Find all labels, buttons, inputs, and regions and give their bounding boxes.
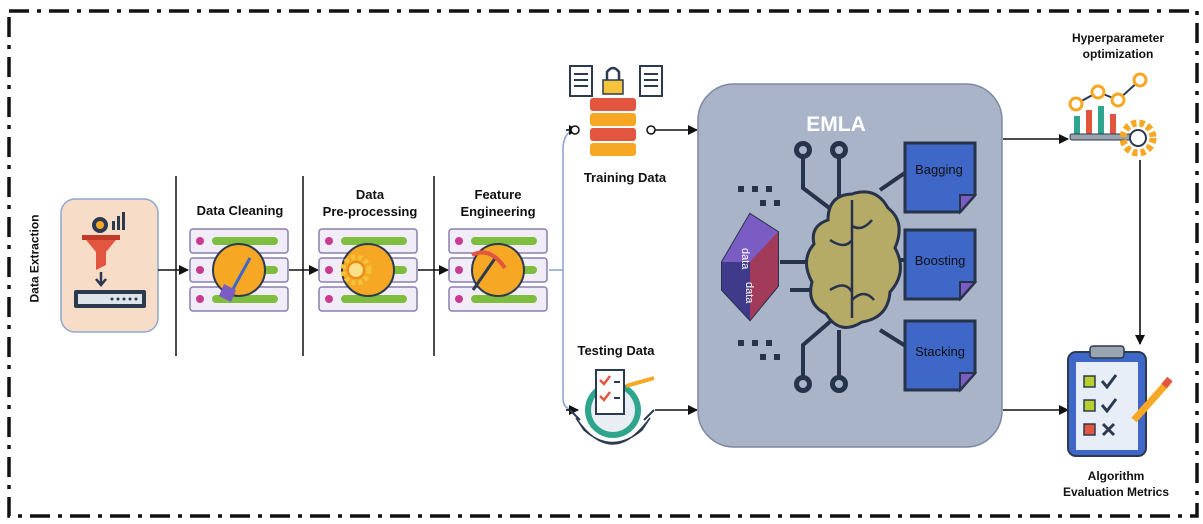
stage-dividers: [175, 176, 435, 356]
output-arrows: [1003, 134, 1145, 415]
cube-label-bottom: data: [743, 282, 755, 304]
label-evaluation-line1: Algorithm: [1087, 469, 1145, 483]
label-feature-line2: Engineering: [460, 204, 536, 219]
outer-border: [7, 9, 1199, 518]
pickaxe-icon: [471, 250, 507, 291]
label-data-cleaning: Data Cleaning: [196, 203, 284, 218]
split-bracket: [549, 129, 576, 411]
method-doc-boosting: Boosting: [903, 228, 978, 302]
data-cleaning-icon: [189, 228, 289, 312]
emla-title: EMLA: [806, 113, 866, 136]
data-extraction-icon: [60, 198, 159, 333]
label-feature-line1: Feature: [474, 187, 522, 202]
data-cube-icon: data data: [721, 212, 779, 322]
label-feature-engineering: Feature Engineering: [440, 186, 556, 220]
method-doc-bagging: Bagging: [903, 141, 978, 215]
label-evaluation-line2: Evaluation Metrics: [1062, 485, 1170, 499]
badge-circle: [471, 243, 525, 297]
gear-icon: [340, 254, 372, 286]
method-label-stacking: Stacking: [915, 344, 965, 359]
evaluation-clipboard-icon: [1067, 345, 1173, 457]
brain-icon: [805, 190, 902, 329]
circuit-nodes: [794, 141, 848, 393]
server-led: [325, 295, 333, 303]
method-doc-stacking: Stacking: [903, 319, 978, 393]
server-bar: [471, 295, 537, 303]
server-led: [455, 266, 463, 274]
label-preprocessing-line2: Pre-processing: [322, 204, 418, 219]
cube-label-top: data: [739, 248, 751, 270]
label-training-data: Training Data: [583, 170, 667, 185]
label-data-extraction: Data Extraction: [27, 214, 42, 303]
feature-engineering-icon: [448, 228, 548, 312]
server-bar: [341, 295, 407, 303]
method-label-boosting: Boosting: [915, 253, 966, 268]
training-data-icon: [569, 65, 663, 156]
label-preprocessing-line1: Data: [355, 187, 385, 202]
label-hyperparameter-line1: Hyperparameter: [1071, 31, 1165, 45]
server-led: [455, 237, 463, 245]
server-led: [325, 237, 333, 245]
label-testing-data: Testing Data: [577, 343, 655, 358]
server-led: [325, 266, 333, 274]
label-hyperparameter-line2: optimization: [1082, 47, 1154, 61]
server-led: [455, 295, 463, 303]
hyperparameter-icon: [1068, 72, 1157, 157]
server-led: [196, 295, 204, 303]
method-label-bagging: Bagging: [915, 162, 963, 177]
label-hyperparameter: Hyperparameter optimization: [1048, 30, 1188, 62]
broom-icon: [219, 257, 252, 302]
server-bar: [471, 237, 537, 245]
server-bar: [212, 237, 278, 245]
badge-circle: [212, 243, 266, 297]
server-led: [196, 237, 204, 245]
decor-dots: [738, 186, 780, 360]
server-led: [196, 266, 204, 274]
label-preprocessing: Data Pre-processing: [308, 186, 432, 220]
server-bar: [341, 237, 407, 245]
label-evaluation-metrics: Algorithm Evaluation Metrics: [1040, 468, 1192, 500]
testing-data-icon: [569, 369, 655, 445]
